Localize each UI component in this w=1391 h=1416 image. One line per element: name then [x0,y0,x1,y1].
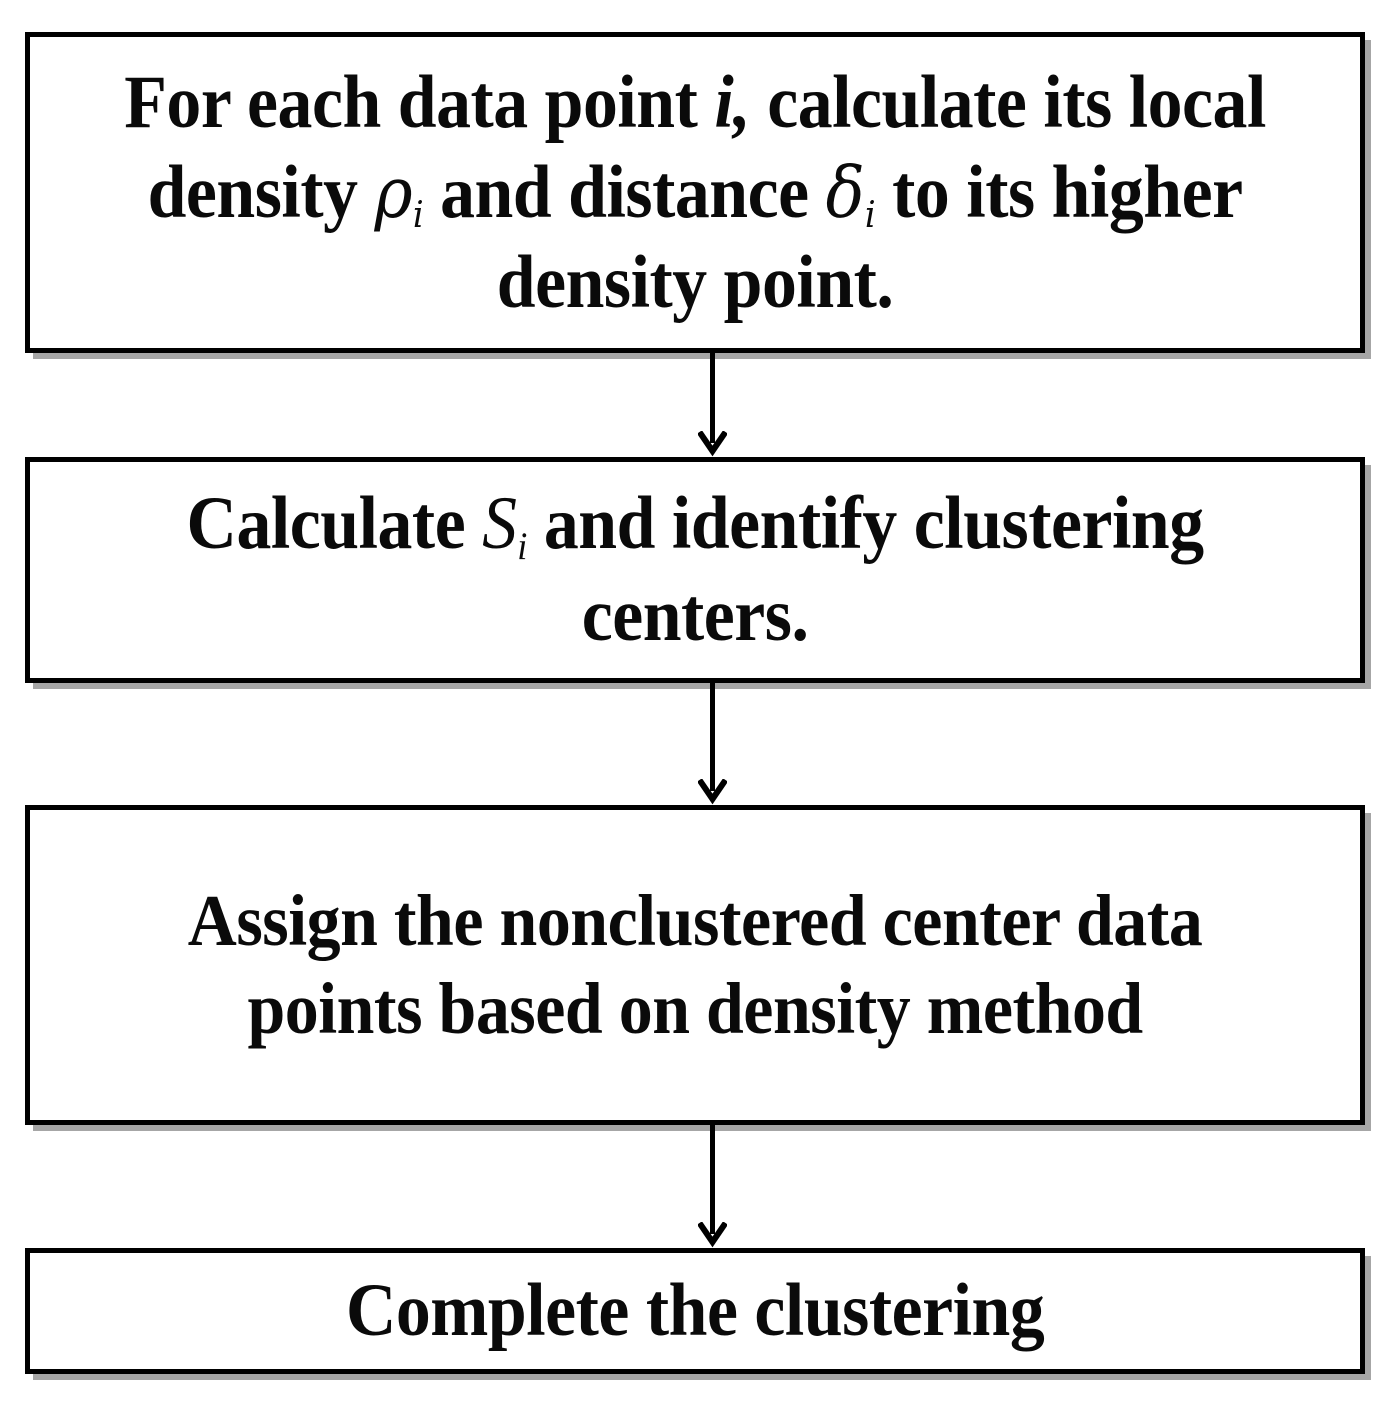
flow-node-step-3-text: Assign the nonclustered center data poin… [187,880,1203,1049]
math-score-s: Si [482,481,527,569]
flow-node-step-4[interactable]: Complete the clustering [25,1248,1365,1374]
connector-1-shaft [710,353,715,443]
math-distance: δi [825,152,876,237]
connector-2-arrow [692,683,732,805]
connector-2-shaft [710,683,715,791]
flow-node-step-2[interactable]: Calculate Si and identify clustering cen… [25,457,1365,683]
arrow-down-icon [698,1222,727,1248]
flow-node-step-3[interactable]: Assign the nonclustered center data poin… [25,805,1365,1125]
flow-node-step-1[interactable]: For each data point i, calculate its loc… [25,32,1365,353]
connector-3-shaft [710,1125,715,1234]
math-point-index: i, [714,60,751,144]
arrow-down-icon [698,779,727,805]
flow-node-step-1-text: For each data point i, calculate its loc… [124,60,1266,324]
arrow-down-icon [698,431,727,457]
math-local-density: ρi [374,152,424,237]
flow-node-step-2-text: Calculate Si and identify clustering cen… [186,481,1204,658]
connector-1-arrow [692,353,732,457]
flow-node-step-4-text: Complete the clustering [345,1269,1045,1352]
connector-3-arrow [692,1125,732,1248]
